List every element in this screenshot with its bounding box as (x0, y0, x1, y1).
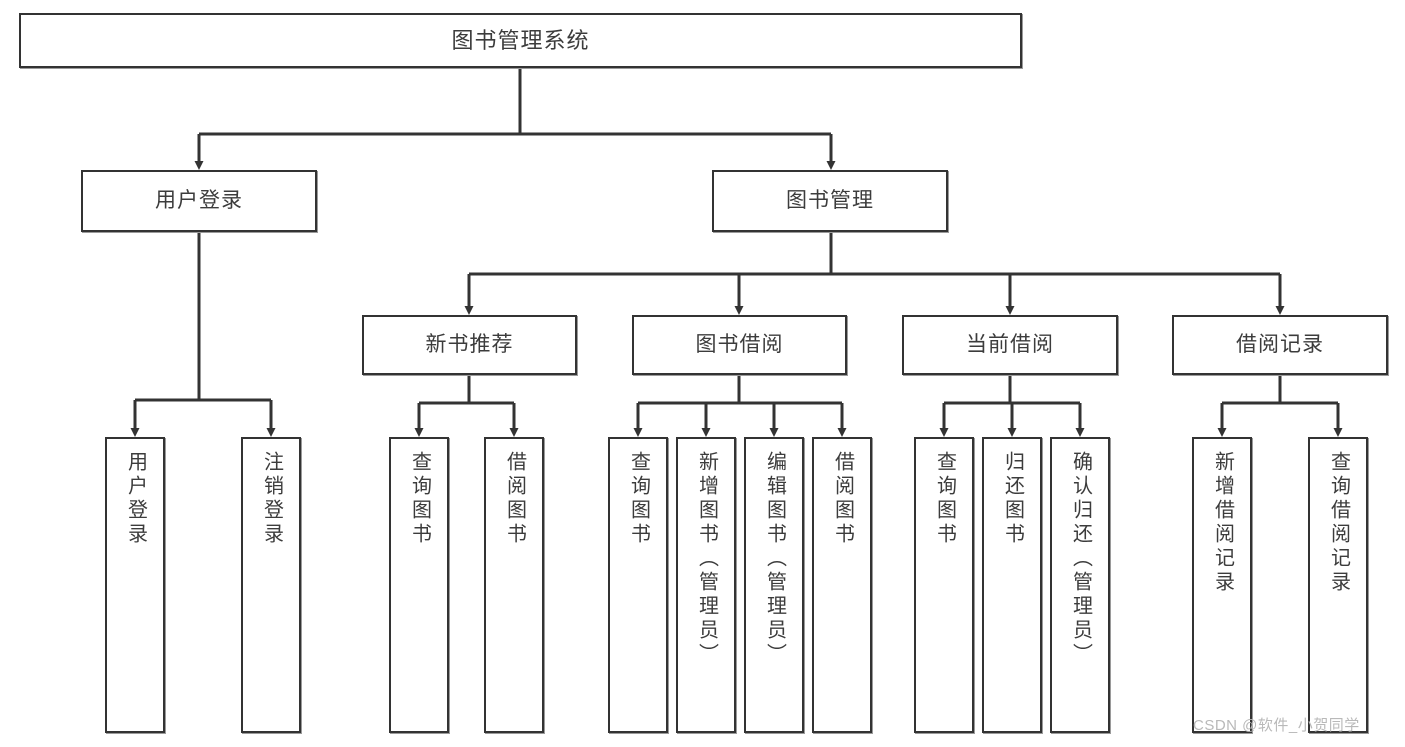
node-label: 归还图书 (1001, 451, 1024, 547)
leaf-record-query-record[interactable]: 查询借阅记录 (1308, 437, 1368, 733)
node-label: 新书推荐 (425, 332, 514, 356)
node-label: 查询图书 (933, 451, 956, 547)
node-label: 用户登录 (124, 451, 147, 547)
node-label: 编辑图书（管理员） (763, 451, 786, 667)
leaf-recommend-borrow-book[interactable]: 借阅图书 (484, 437, 544, 733)
node-book-management[interactable]: 图书管理 (712, 170, 948, 232)
watermark: CSDN @软件_小贺同学 (1193, 717, 1360, 734)
leaf-record-add-record[interactable]: 新增借阅记录 (1192, 437, 1252, 733)
node-current-borrow[interactable]: 当前借阅 (902, 315, 1118, 375)
node-label: 查询借阅记录 (1327, 451, 1350, 595)
leaf-current-query-book[interactable]: 查询图书 (914, 437, 974, 733)
node-label: 确认归还（管理员） (1069, 451, 1092, 667)
node-root-system[interactable]: 图书管理系统 (19, 13, 1022, 68)
node-new-book-recommend[interactable]: 新书推荐 (362, 315, 577, 375)
node-label: 图书管理 (786, 188, 874, 212)
leaf-recommend-query-book[interactable]: 查询图书 (389, 437, 449, 733)
leaf-user-login-logout[interactable]: 注销登录 (241, 437, 301, 733)
leaf-borrow-edit-book-admin[interactable]: 编辑图书（管理员） (744, 437, 804, 733)
node-label: 用户登录 (155, 188, 243, 212)
leaf-borrow-query-book[interactable]: 查询图书 (608, 437, 668, 733)
leaf-current-confirm-return-admin[interactable]: 确认归还（管理员） (1050, 437, 1110, 733)
node-borrow-record[interactable]: 借阅记录 (1172, 315, 1388, 375)
node-label: 新增借阅记录 (1211, 451, 1234, 595)
node-label: 图书管理系统 (451, 27, 590, 53)
node-label: 新增图书（管理员） (695, 451, 718, 667)
node-label: 图书借阅 (695, 332, 784, 356)
node-user-login[interactable]: 用户登录 (81, 170, 317, 232)
node-label: 当前借阅 (966, 332, 1054, 356)
node-label: 借阅记录 (1236, 332, 1324, 356)
node-label: 查询图书 (408, 451, 431, 547)
leaf-current-return-book[interactable]: 归还图书 (982, 437, 1042, 733)
leaf-user-login-login[interactable]: 用户登录 (105, 437, 165, 733)
node-label: 借阅图书 (831, 451, 854, 547)
leaf-borrow-borrow-book[interactable]: 借阅图书 (812, 437, 872, 733)
leaf-borrow-add-book-admin[interactable]: 新增图书（管理员） (676, 437, 736, 733)
node-label: 查询图书 (627, 451, 650, 547)
node-book-borrow[interactable]: 图书借阅 (632, 315, 847, 375)
node-label: 借阅图书 (503, 451, 526, 547)
node-label: 注销登录 (260, 451, 283, 547)
